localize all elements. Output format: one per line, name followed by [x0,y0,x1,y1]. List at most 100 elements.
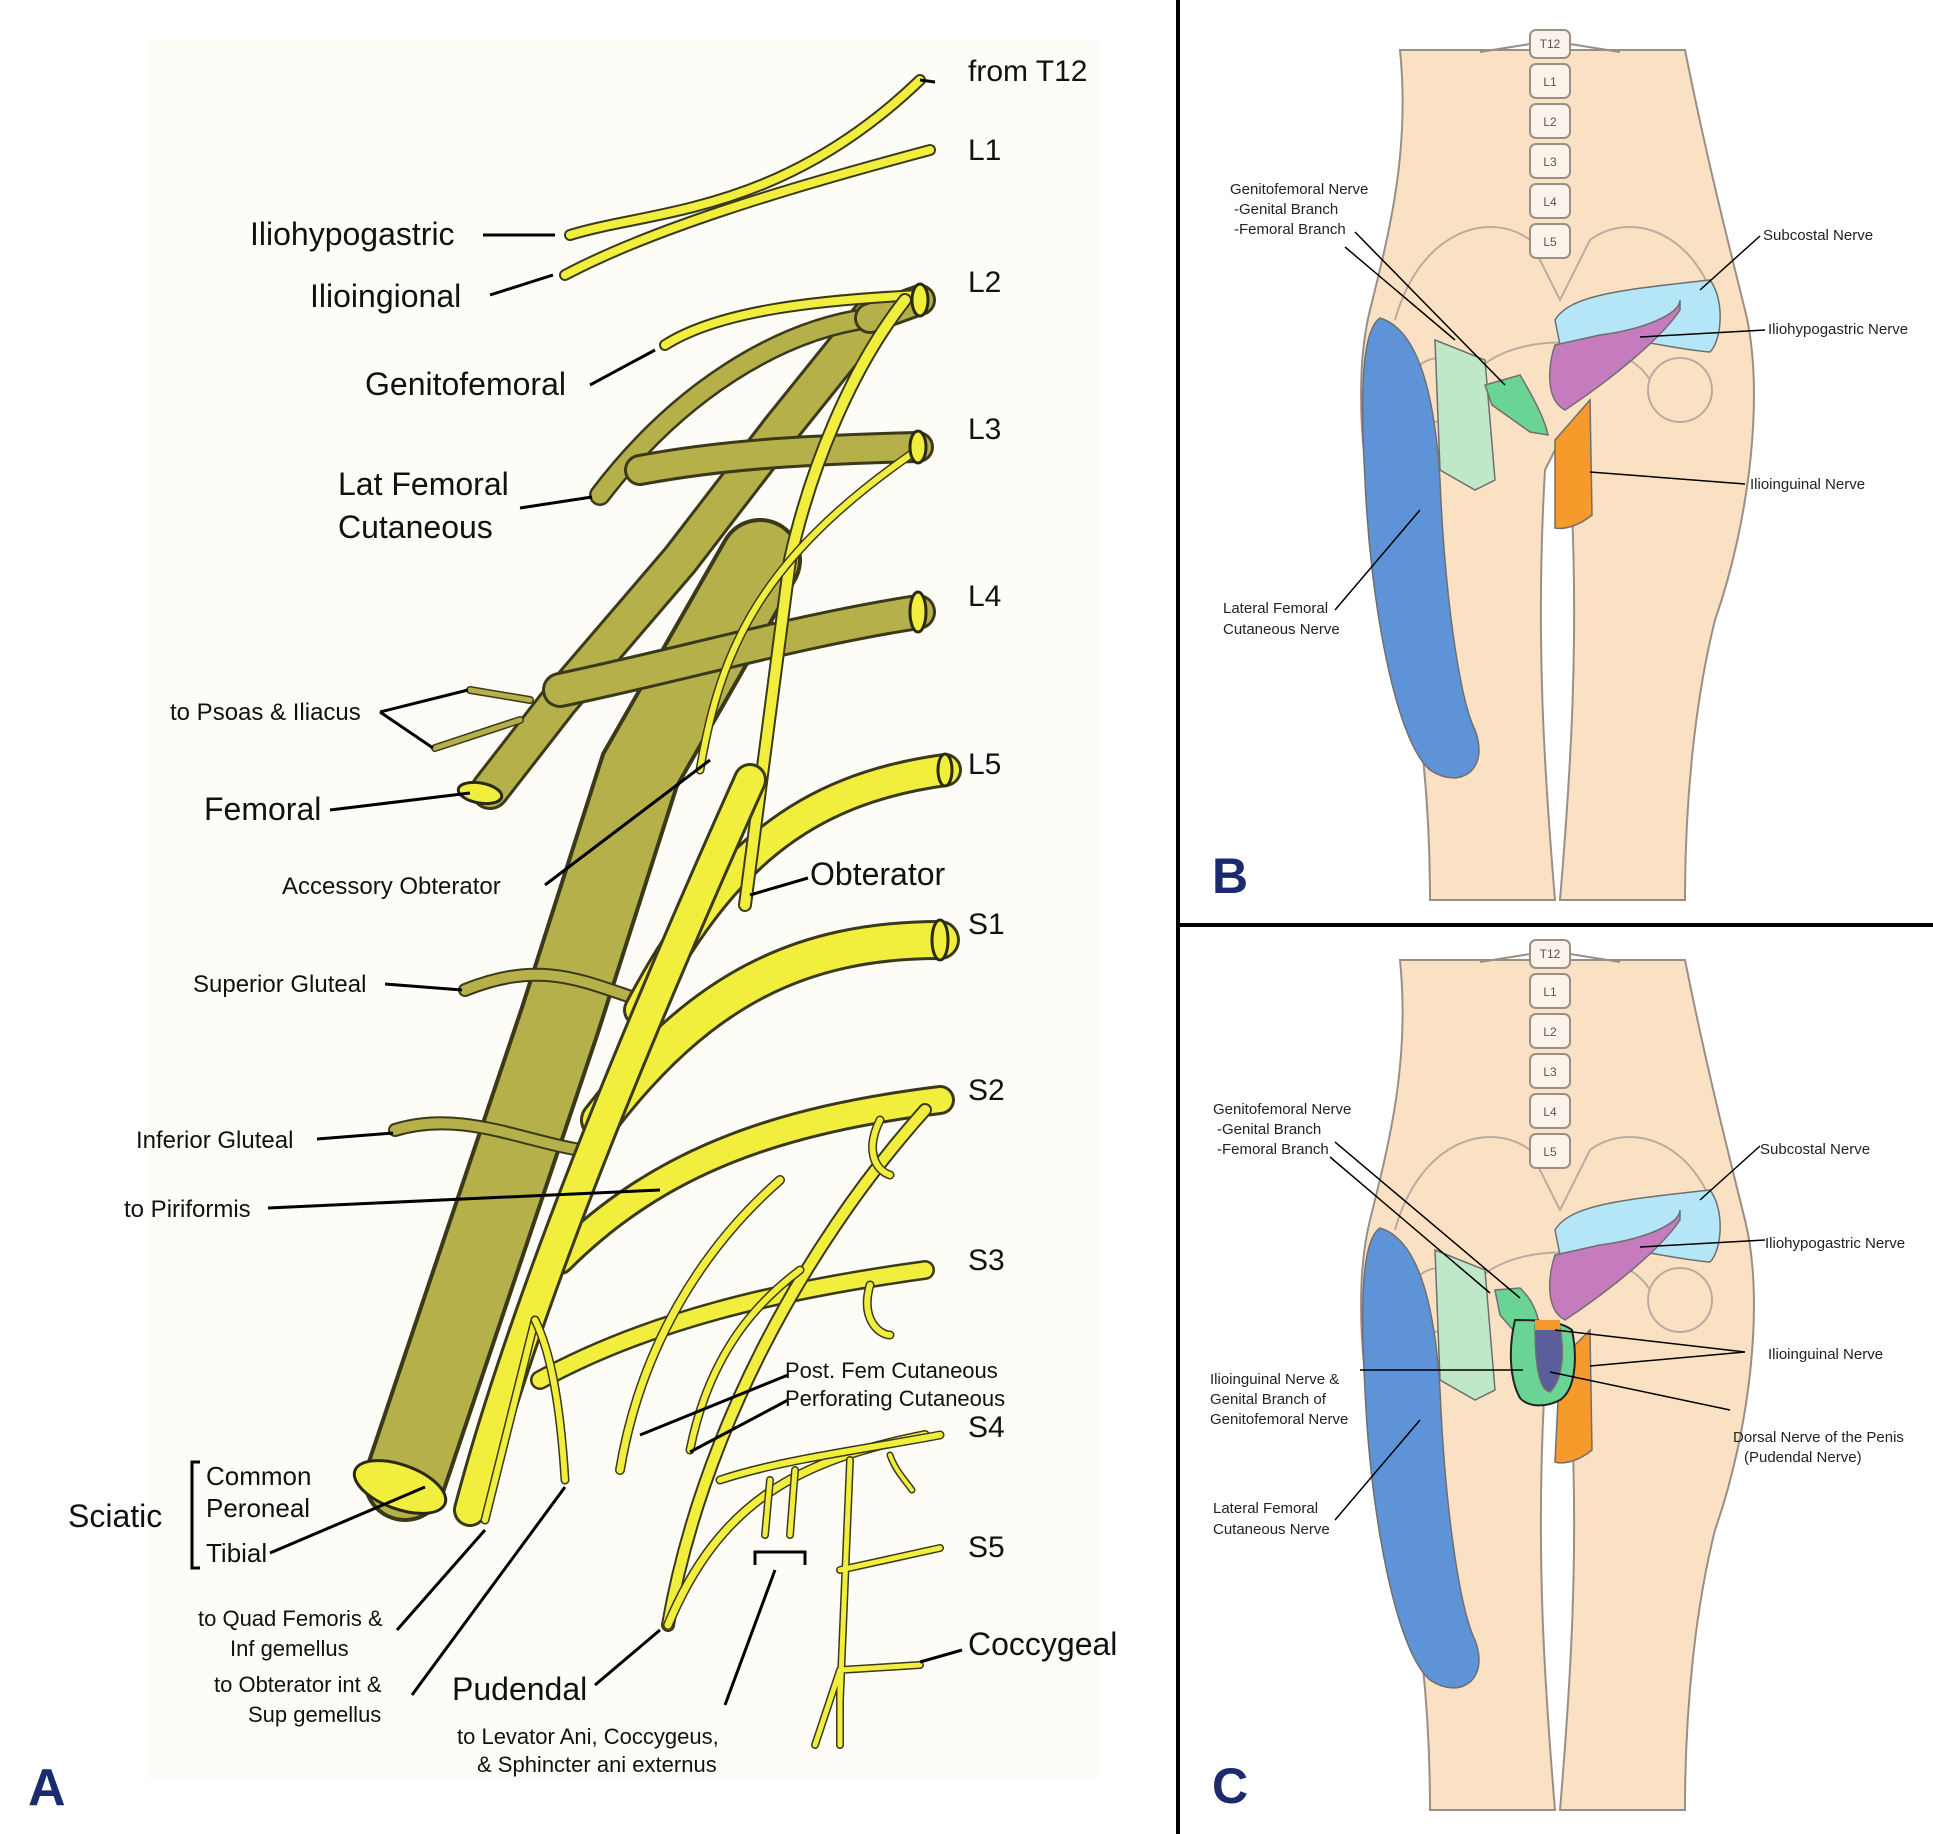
label-c-genital-branch: -Genital Branch [1217,1121,1321,1138]
label-ilioingional: Ilioingional [310,278,461,314]
leader-lines-a [190,78,963,1706]
vertebra-labels-b: T12 L1 L2 L3 L4 L5 [1540,37,1561,249]
label-b-subcostal: Subcostal Nerve [1763,227,1873,244]
label-coccygeal: Coccygeal [968,1626,1117,1662]
label-lat-femoral: Lat Femoral [338,466,509,502]
label-pudendal: Pudendal [452,1671,587,1707]
dermatomes-c [1361,1189,1721,1689]
nerve-roots-bright [453,74,962,1749]
spine-c [1479,939,1621,1169]
label-psoas: to Psoas & Iliacus [170,699,361,726]
iliohypogastric-region-b [1548,299,1681,411]
cut-ends [352,282,954,1515]
sciatic-cut-end [352,1459,448,1515]
genitofemoral-genital-region-b [1484,374,1549,436]
labels-b: Genitofemoral Nerve -Genital Branch -Fem… [1223,181,1908,638]
label-obt-int-2: Sup gemellus [248,1702,381,1727]
spine-b [1479,29,1621,259]
panel-a: from T12 L1 L2 L3 L4 L5 S1 S2 S3 S4 S5 I… [28,55,1117,1817]
label-b-ilioinguinal: Ilioinguinal Nerve [1750,476,1865,493]
penis-region-c [1534,1324,1564,1393]
panel-c: T12 L1 L2 L3 L4 L5 [1210,939,1905,1814]
label-piriformis: to Piriformis [124,1196,251,1223]
label-c-ilioinguinal-and: Ilioinguinal Nerve & [1210,1371,1339,1388]
root-label-s3: S3 [968,1244,1005,1277]
root-label-l3: L3 [968,413,1001,446]
label-obt-int-1: to Obterator int & [214,1672,382,1697]
label-common: Common [206,1461,311,1491]
label-c-pudendal-nerve: (Pudendal Nerve) [1744,1449,1862,1466]
vertebra-t12-c: T12 [1540,947,1561,961]
label-b-femoral-branch: -Femoral Branch [1234,221,1346,238]
label-sciatic: Sciatic [68,1498,162,1534]
root-label-s5: S5 [968,1531,1005,1564]
label-c-lateral-femoral: Lateral Femoral [1213,1500,1318,1517]
label-c-genitofemoral: Genitofemoral Nerve [1213,1101,1351,1118]
label-iliohypogastric: Iliohypogastric [250,216,455,252]
label-cutaneous: Cutaneous [338,509,493,545]
lateral-femoral-region-b [1361,317,1480,779]
vertebra-labels-c: T12 L1 L2 L3 L4 L5 [1540,947,1561,1159]
label-c-genitofemoral-nerve: Genitofemoral Nerve [1210,1411,1348,1428]
root-label-l5: L5 [968,748,1001,781]
femoral-cut-end [456,780,504,806]
vertebra-l2-c: L2 [1543,1025,1557,1039]
labels-c: Genitofemoral Nerve -Genital Branch -Fem… [1210,1101,1905,1538]
leader-lines-b [1334,231,1766,611]
root-label-l2: L2 [968,266,1001,299]
label-obterator: Obterator [810,856,946,892]
label-superior-gluteal: Superior Gluteal [193,971,366,998]
label-genitofemoral: Genitofemoral [365,366,566,402]
leader-lines-c [1329,1141,1766,1521]
label-levator-2: & Sphincter ani externus [477,1752,717,1777]
label-c-femoral-branch: -Femoral Branch [1217,1141,1329,1158]
label-quad-femoris-1: to Quad Femoris & [198,1606,383,1631]
label-femoral: Femoral [204,791,321,827]
label-b-iliohypogastric: Iliohypogastric Nerve [1768,321,1908,338]
panel-dividers [1176,0,1933,1834]
label-perforating-cutaneous: Perforating Cutaneous [785,1386,1005,1411]
vertebra-l4-b: L4 [1543,195,1557,209]
genitofemoral-femoral-region-c [1434,1248,1496,1401]
label-b-genitofemoral: Genitofemoral Nerve [1230,181,1368,198]
label-tibial: Tibial [206,1538,267,1568]
label-b-lateral-femoral: Lateral Femoral [1223,600,1328,617]
root-label-s1: S1 [968,908,1005,941]
label-b-genital-branch: -Genital Branch [1234,201,1338,218]
vertebra-l5-c: L5 [1543,1145,1557,1159]
panel-letter-b: B [1212,848,1248,904]
root-label-s2: S2 [968,1074,1005,1107]
root-label-l1: L1 [968,134,1001,167]
root-label-t12: from T12 [968,55,1088,88]
vertebra-l5-b: L5 [1543,235,1557,249]
label-quad-femoris-2: Inf gemellus [230,1636,349,1661]
vertebra-l1-b: L1 [1543,75,1557,89]
label-post-fem-cutaneous: Post. Fem Cutaneous [785,1358,998,1383]
label-c-cutaneous-nerve: Cutaneous Nerve [1213,1521,1330,1538]
label-inferior-gluteal: Inferior Gluteal [136,1127,293,1154]
root-label-l4: L4 [968,580,1001,613]
label-c-iliohypogastric: Iliohypogastric Nerve [1765,1235,1905,1252]
nerve-labels-a: Iliohypogastric Ilioingional Genitofemor… [68,216,1117,1777]
vertebra-l4-c: L4 [1543,1105,1557,1119]
panel-letter-c: C [1212,1758,1248,1814]
ilioinguinal-region-b [1554,398,1593,530]
iliohypogastric-nerve [564,74,926,241]
root-labels: from T12 L1 L2 L3 L4 L5 S1 S2 S3 S4 S5 [968,55,1088,1564]
label-c-ilioinguinal: Ilioinguinal Nerve [1768,1346,1883,1363]
vertebra-l2-b: L2 [1543,115,1557,129]
vertebra-t12-b: T12 [1540,37,1561,51]
label-accessory-obterator: Accessory Obterator [282,873,501,900]
label-c-genital-branch-of: Genital Branch of [1210,1391,1327,1408]
dermatomes-b [1361,279,1721,779]
label-peroneal: Peroneal [206,1493,310,1523]
label-c-dorsal-nerve: Dorsal Nerve of the Penis [1733,1429,1904,1446]
vertebra-l1-c: L1 [1543,985,1557,999]
label-c-subcostal: Subcostal Nerve [1760,1141,1870,1158]
vertebra-l3-b: L3 [1543,155,1557,169]
vertebra-l3-c: L3 [1543,1065,1557,1079]
root-label-s4: S4 [968,1411,1005,1444]
label-b-cutaneous-nerve: Cutaneous Nerve [1223,621,1340,638]
